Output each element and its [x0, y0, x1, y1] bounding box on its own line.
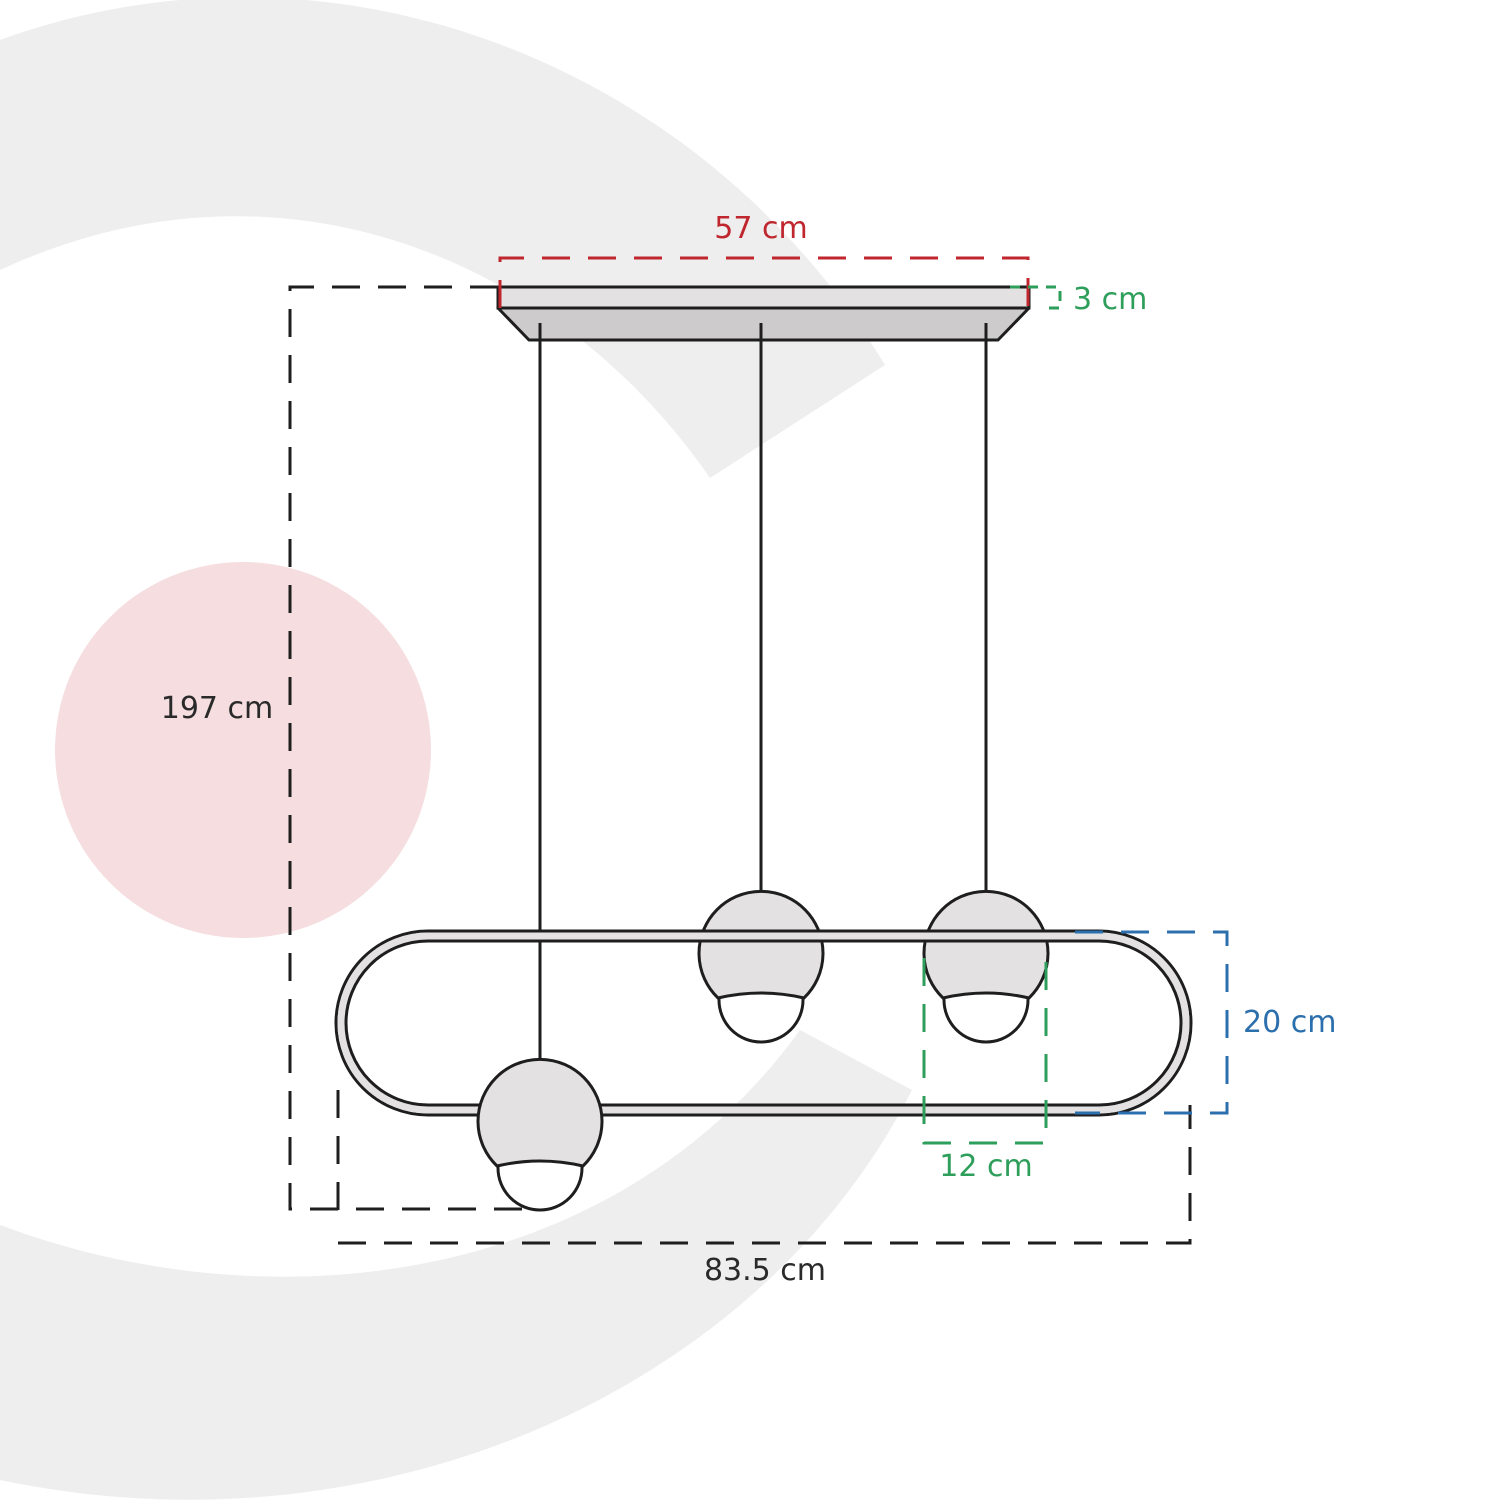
total-width-label: 83.5 cm: [704, 1253, 826, 1288]
lamp-right: [922, 889, 1050, 1044]
shade-width-guide: [922, 958, 1048, 1145]
backdrop-arc-lower: [0, 1030, 912, 1500]
canopy-top-plate: [496, 285, 1031, 310]
backdrop-arc: [0, 0, 885, 478]
backdrop-circle: [55, 562, 431, 938]
lamp-middle: [697, 889, 825, 1044]
dimension-guides: [288, 256, 1229, 1245]
canopy-base: [496, 306, 1031, 342]
canopy-height-guide: [1010, 285, 1062, 310]
dimension-labels: 57 cm 3 cm 197 cm 20 cm 12 cm 83.5 cm: [161, 211, 1337, 1288]
canopy: [496, 285, 1031, 342]
oval-ring: [334, 929, 1193, 1117]
shade-width-label: 12 cm: [939, 1149, 1032, 1184]
lamp-middle-shade: [697, 889, 825, 1000]
lamp-right-shade: [922, 889, 1050, 1000]
lamp-left: [476, 1057, 604, 1212]
ring-height-label: 20 cm: [1243, 1005, 1336, 1040]
ring-outer: [334, 929, 1193, 1117]
ring-band: [337, 932, 1190, 1114]
canopy-width-guide: [498, 256, 1030, 308]
total-width-guide: [336, 1090, 1192, 1245]
canopy-width-label: 57 cm: [714, 211, 807, 246]
total-height-label: 197 cm: [161, 691, 274, 726]
lamp-left-shade: [476, 1057, 604, 1168]
ring-height-guide: [1075, 930, 1229, 1115]
canopy-height-label: 3 cm: [1073, 282, 1147, 317]
total-height-guide: [288, 285, 540, 1211]
ring-inner: [344, 939, 1183, 1107]
background-decoration: [0, 0, 912, 1500]
